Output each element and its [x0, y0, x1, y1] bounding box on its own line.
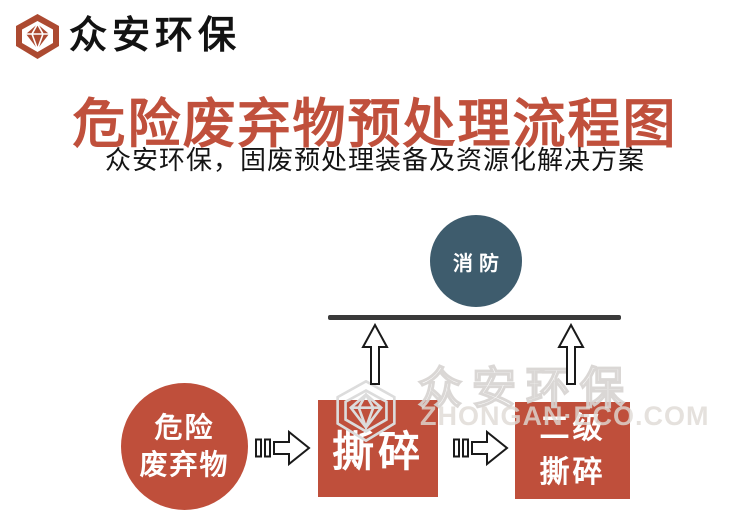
right-arrow-icon [255, 429, 311, 467]
shredder-label: 撕碎 [331, 428, 424, 475]
fire-node-label: 消防 [453, 252, 505, 275]
barrier-line [328, 315, 621, 320]
hazardous-waste-node: 危险 废弃物 [121, 383, 248, 510]
fire-node: 消防 [430, 215, 522, 307]
shredder-node: 撕碎 [318, 400, 438, 497]
hazardous-waste-line2: 废弃物 [139, 448, 230, 480]
secondary-shredder-node: 二级 撕碎 [515, 402, 630, 499]
up-arrow-icon [557, 323, 585, 385]
up-arrow-icon [361, 323, 389, 385]
secondary-shredder-line1: 二级 [539, 412, 606, 445]
brand-header: 众安环保 [14, 13, 241, 60]
secondary-shredder-line2: 撕碎 [539, 455, 606, 489]
page-title: 危险废弃物预处理流程图 [72, 95, 678, 154]
hazardous-waste-line1: 危险 [154, 412, 215, 444]
page-subtitle: 众安环保，固废预处理装备及资源化解决方案 [104, 146, 645, 175]
brand-logo-icon [16, 14, 59, 59]
brand-name: 众安环保 [69, 15, 242, 57]
right-arrow-icon [453, 429, 509, 467]
